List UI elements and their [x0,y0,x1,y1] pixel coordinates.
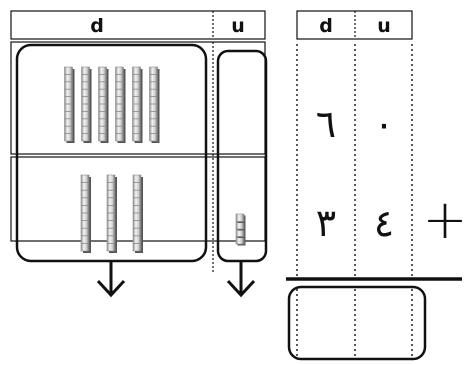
sum-header-units: u [377,15,391,37]
row2-tens-rods [80,174,143,253]
addend1-tens-digit: ٦ [316,102,336,146]
tens-rod [81,66,92,143]
tens-rod [64,66,75,143]
tens-rod [132,174,143,253]
addend2-tens-digit: ٣ [316,201,336,245]
tens-rod [80,174,91,253]
written-sum: d u ٦ ٠ ٣ ٤ + [286,10,465,361]
sum-header-tens: d [319,15,333,37]
plus-sign: + [422,188,465,251]
addend2-units-digit: ٤ [374,201,394,245]
addend1-units-digit: ٠ [374,102,394,146]
tens-rod [149,66,160,143]
tens-rod [115,66,126,143]
tens-arrow-down-icon [96,261,126,298]
tens-rod [98,66,109,143]
tens-rod [106,174,117,253]
row2-unit-cubes [235,213,246,246]
chart-header-tens: d [90,15,104,37]
units-arrow-down-icon [226,261,256,298]
chart-header-box [10,10,266,40]
tens-rod [132,66,143,143]
row1-tens-rods [64,66,160,143]
base-ten-chart: d u [10,10,268,298]
unit-cube [235,213,246,223]
chart-header-units: u [231,15,245,37]
answer-box[interactable] [287,285,427,361]
